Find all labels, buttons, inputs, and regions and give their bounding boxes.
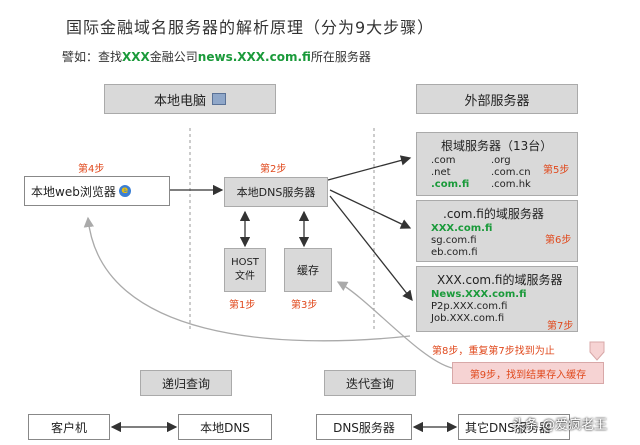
xxx-server-box: XXX.com.fi的域服务器 News.XXX.com.fi P2p.XXX.… bbox=[416, 266, 578, 332]
legend-dns-server-box: DNS服务器 bbox=[316, 414, 412, 440]
legend-local-dns-label: 本地DNS bbox=[200, 420, 250, 435]
step-5-label: 第5步 bbox=[543, 165, 570, 176]
step-6-label: 第6步 bbox=[545, 235, 572, 246]
arrow-dns-to-root bbox=[327, 155, 412, 181]
arrow-dns-to-xxx bbox=[329, 195, 413, 302]
root-server-title: 根域服务器（13台） bbox=[441, 139, 553, 153]
legend-iterative: 迭代查询 bbox=[324, 370, 416, 396]
root-tld-item: .com.cn bbox=[491, 167, 531, 178]
local-dns-box: 本地DNS服务器 bbox=[224, 177, 328, 207]
computer-icon bbox=[212, 93, 226, 105]
local-dns-label: 本地DNS服务器 bbox=[236, 186, 316, 199]
header-external: 外部服务器 bbox=[416, 84, 578, 114]
subtitle-middle: 金融公司 bbox=[149, 50, 198, 64]
step-2-label: 第2步 bbox=[260, 164, 287, 175]
comfi-server-title: .com.fi的域服务器 bbox=[443, 207, 544, 221]
step9-pointer bbox=[589, 341, 605, 361]
step-3-label: 第3步 bbox=[291, 300, 318, 311]
root-tld-item: .com.hk bbox=[491, 179, 531, 190]
subtitle: 譬如：查找XXX金融公司news.XXX.com.fi所在服务器 bbox=[62, 48, 371, 65]
legend-client-label: 客户机 bbox=[50, 420, 87, 435]
legend-other-dns-label: 其它DNS服务器 bbox=[465, 420, 551, 435]
host-file-box: HOST 文件 bbox=[224, 248, 266, 292]
host-file-line1: HOST bbox=[231, 257, 259, 268]
xxx-server-list: News.XXX.com.fi P2p.XXX.com.fi Job.XXX.c… bbox=[431, 289, 527, 325]
root-tld-item: .com bbox=[431, 155, 456, 166]
page-title: 国际金融域名服务器的解析原理（分为9大步骤） bbox=[66, 18, 435, 37]
subtitle-prefix: 譬如：查找 bbox=[62, 50, 123, 64]
arrow-dns-to-comfi bbox=[329, 189, 412, 229]
legend-dns-server-label: DNS服务器 bbox=[333, 420, 395, 435]
subtitle-domain: news.XXX.com.fi bbox=[197, 50, 311, 64]
header-local-pc: 本地电脑 bbox=[104, 84, 276, 114]
comfi-domain-highlight: XXX.com.fi bbox=[431, 223, 493, 234]
legend-other-dns-box: 其它DNS服务器 bbox=[458, 414, 570, 440]
step-9-label: 第9步，找到结果存入缓存 bbox=[469, 369, 587, 381]
root-server-box: 根域服务器（13台） .com .net .com.fi .org .com.c… bbox=[416, 132, 578, 196]
header-external-label: 外部服务器 bbox=[464, 93, 530, 109]
local-browser-box: 本地web浏览器 e bbox=[24, 176, 170, 206]
step-7-label: 第7步 bbox=[547, 321, 574, 332]
xxx-server-title: XXX.com.fi的域服务器 bbox=[437, 273, 563, 287]
ie-browser-icon: e bbox=[118, 185, 131, 197]
legend-recursive: 递归查询 bbox=[140, 370, 232, 396]
legend-local-dns-box: 本地DNS bbox=[178, 414, 272, 440]
root-tld-item: .net bbox=[431, 167, 451, 178]
header-local-pc-label: 本地电脑 bbox=[153, 93, 206, 109]
xxx-domain-item: P2p.XXX.com.fi bbox=[431, 301, 508, 312]
comfi-domain-item: sg.com.fi bbox=[431, 235, 477, 246]
comfi-server-list: XXX.com.fi sg.com.fi eb.com.fi bbox=[431, 223, 492, 259]
root-server-col2: .org .com.cn .com.hk bbox=[491, 155, 531, 191]
xxx-domain-highlight: News.XXX.com.fi bbox=[431, 289, 527, 300]
cache-label: 缓存 bbox=[297, 264, 319, 277]
host-file-line2: 文件 bbox=[235, 271, 255, 282]
step-8-label: 第8步，重复第7步找到为止 bbox=[432, 346, 555, 357]
legend-recursive-label: 递归查询 bbox=[161, 376, 210, 391]
legend-iterative-label: 迭代查询 bbox=[345, 376, 394, 391]
xxx-domain-item: Job.XXX.com.fi bbox=[431, 313, 505, 324]
arrow-to-cache bbox=[336, 281, 453, 369]
watermark: 头条 @爱疯老王 bbox=[512, 418, 608, 433]
legend-client-box: 客户机 bbox=[28, 414, 110, 440]
step-4-label: 第4步 bbox=[78, 164, 105, 175]
local-browser-label: 本地web浏览器 bbox=[31, 184, 116, 199]
step-9-box: 第9步，找到结果存入缓存 bbox=[452, 362, 604, 384]
comfi-domain-item: eb.com.fi bbox=[431, 247, 478, 258]
root-tld-item-highlight: .com.fi bbox=[431, 179, 470, 190]
comfi-server-box: .com.fi的域服务器 XXX.com.fi sg.com.fi eb.com… bbox=[416, 200, 578, 262]
root-tld-item: .org bbox=[491, 155, 511, 166]
root-server-col1: .com .net .com.fi bbox=[431, 155, 469, 191]
subtitle-xxx: XXX bbox=[122, 50, 150, 64]
arrow-return-to-browser bbox=[83, 216, 411, 342]
step-1-label: 第1步 bbox=[229, 300, 256, 311]
cache-box: 缓存 bbox=[284, 248, 332, 292]
subtitle-suffix: 所在服务器 bbox=[310, 50, 371, 64]
